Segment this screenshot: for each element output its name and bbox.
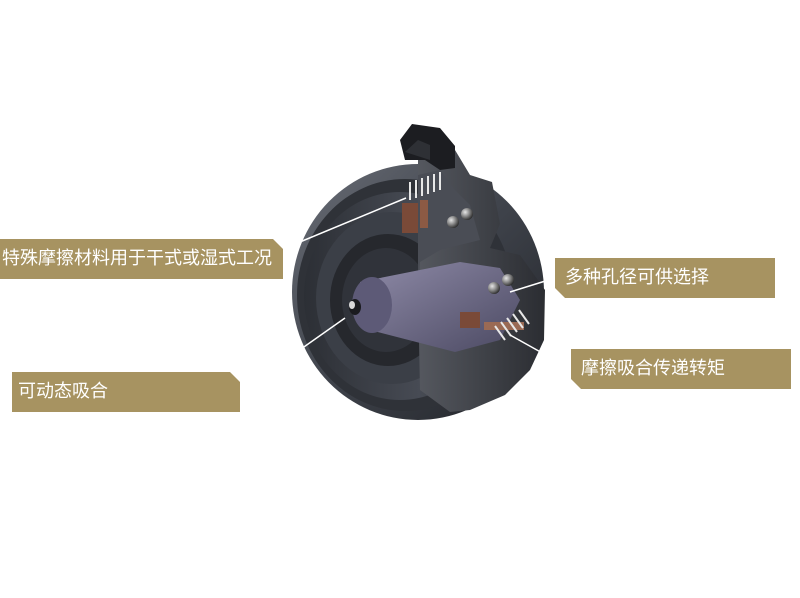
bearing-balls <box>447 208 514 294</box>
leader-line-2 <box>509 277 556 293</box>
callout-text: 特殊摩擦材料用于干式或湿式工况 <box>2 248 272 269</box>
cutaway-section <box>352 124 545 412</box>
leader-line-3 <box>509 334 572 370</box>
shaft-bore <box>360 262 520 352</box>
leader-line-4 <box>239 317 346 393</box>
callout-torque-transfer: 摩擦吸合传递转矩 <box>571 349 791 389</box>
leader-lines <box>239 197 572 393</box>
callout-text: 可动态吸合 <box>18 381 108 402</box>
springs <box>409 172 530 341</box>
callout-text: 多种孔径可供选择 <box>565 267 709 288</box>
leader-line-1 <box>282 197 407 250</box>
callout-bore-options: 多种孔径可供选择 <box>555 258 775 298</box>
callout-friction-material: 特殊摩擦材料用于干式或湿式工况 <box>0 239 283 279</box>
callout-dynamic-engage: 可动态吸合 <box>12 372 240 412</box>
callout-text: 摩擦吸合传递转矩 <box>581 358 725 379</box>
rim-pin <box>349 299 361 315</box>
